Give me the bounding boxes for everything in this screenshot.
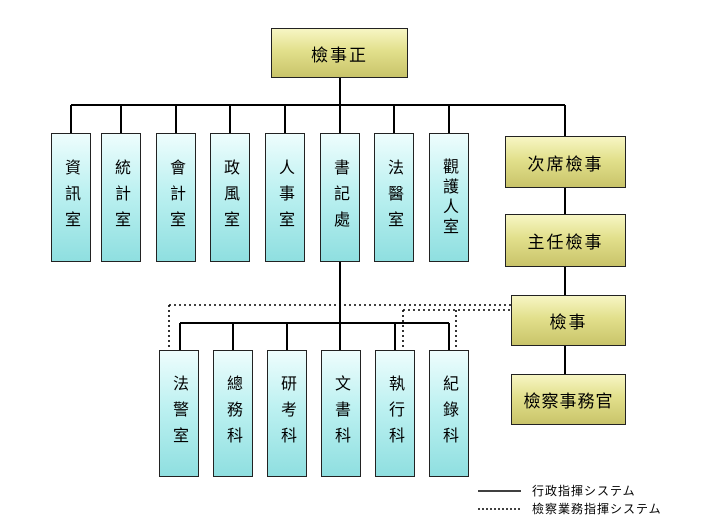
office-personnel-label: 人事室 [276,158,295,237]
section-records-label: 紀錄科 [440,374,459,453]
section-research-label: 研考科 [278,374,297,453]
chief-prosecutor-box: 檢事正 [271,28,408,78]
deputy-prosecutor-label: 次席檢事 [527,154,604,175]
office-probation-label: 觀護人室 [440,157,459,238]
section-bailiff-label: 法警室 [170,374,189,453]
chief-prosecutor-section-box: 主任檢事 [505,214,626,267]
office-forensic-label: 法醫室 [385,158,404,237]
office-forensic: 法醫室 [374,133,414,262]
section-general-affairs-label: 總務科 [224,374,243,453]
section-general-affairs: 總務科 [213,350,253,477]
section-bailiff: 法警室 [159,350,199,477]
section-records: 紀錄科 [429,350,469,477]
office-information-label: 資訊室 [62,158,81,237]
deputy-prosecutor-box: 次席檢事 [505,136,626,188]
office-information: 資訊室 [51,133,91,262]
prosecution-officer-box: 檢察事務官 [511,374,626,425]
prosecutor-box: 檢事 [511,295,626,346]
office-ethics: 政風室 [210,133,250,262]
office-accounting: 會計室 [156,133,196,262]
chief-prosecutor-label: 檢事正 [311,45,368,66]
office-ethics-label: 政風室 [221,158,240,237]
office-clerk-label: 書記處 [331,158,350,237]
section-documents-label: 文書科 [332,374,351,453]
chief-prosecutor-section-label: 主任檢事 [527,233,604,253]
office-clerk: 書記處 [320,133,360,262]
section-documents: 文書科 [321,350,361,477]
prosecution-officer-label: 檢察事務官 [523,392,614,412]
office-statistics-label: 統計室 [112,158,131,237]
section-research: 研考科 [267,350,307,477]
office-accounting-label: 會計室 [167,158,186,237]
office-probation: 觀護人室 [429,133,469,262]
section-execution: 執行科 [375,350,415,477]
section-execution-label: 執行科 [386,374,405,453]
office-personnel: 人事室 [265,133,305,262]
legend-admin-label: 行政指揮システム [532,484,636,498]
prosecutor-label: 檢事 [549,313,588,333]
legend-prosecution-label: 檢察業務指揮システム [532,502,662,516]
office-statistics: 統計室 [101,133,141,262]
